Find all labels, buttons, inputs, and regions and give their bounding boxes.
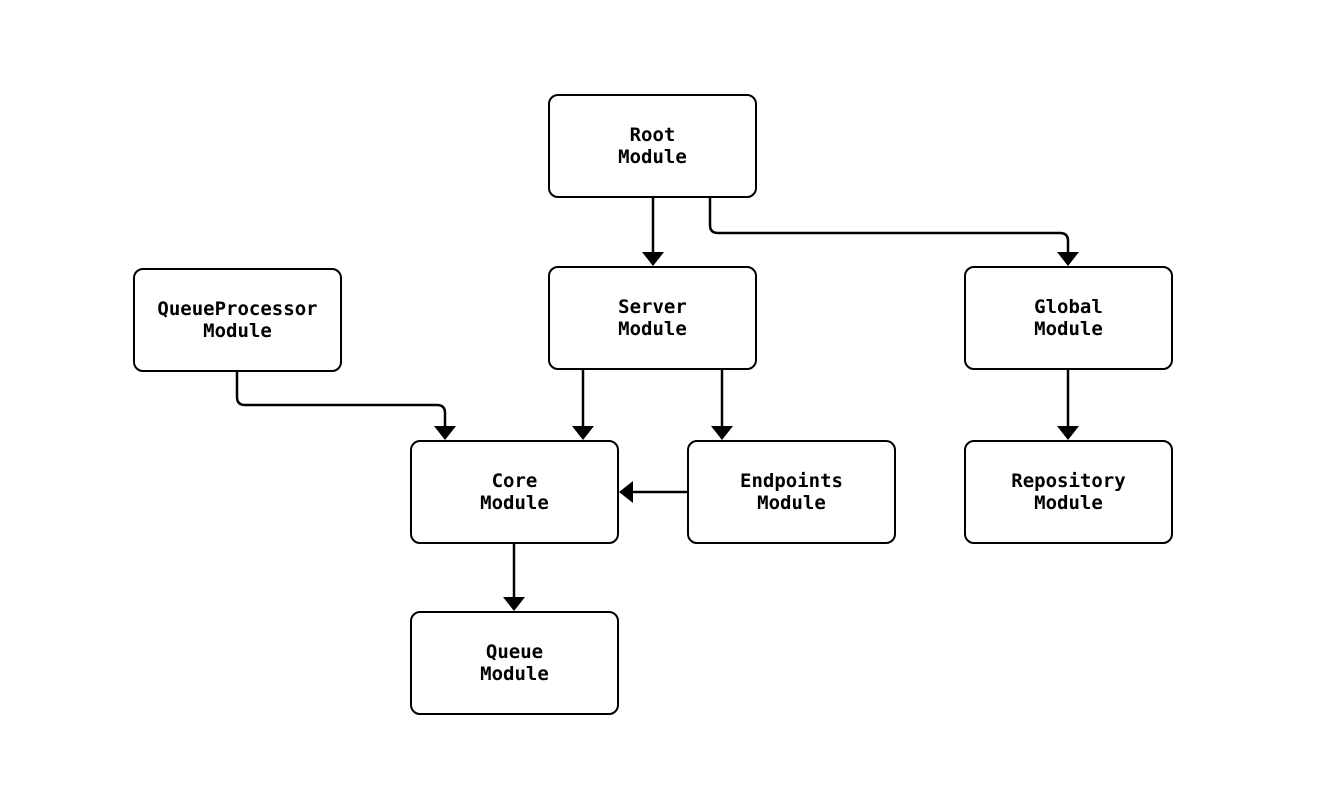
arrowhead — [572, 426, 594, 440]
node-core-module: Core Module — [410, 440, 619, 544]
edge-endpoints-to-core — [619, 481, 687, 503]
edge-core-to-queue — [503, 544, 525, 611]
edge-server-to-core — [572, 370, 594, 440]
node-label-line: Endpoints — [740, 470, 843, 492]
edge-root-to-server — [642, 198, 664, 266]
node-label-line: Module — [203, 320, 272, 342]
arrowhead — [503, 597, 525, 611]
node-label-line: Global — [1034, 296, 1103, 318]
arrowhead — [1057, 252, 1079, 266]
node-label-line: Module — [757, 492, 826, 514]
node-queueprocessor-module: QueueProcessor Module — [133, 268, 342, 372]
node-global-module: Global Module — [964, 266, 1173, 370]
edge-line — [708, 198, 1070, 253]
node-label-line: Module — [1034, 492, 1103, 514]
node-label-line: Module — [618, 146, 687, 168]
node-label-line: Module — [618, 318, 687, 340]
node-server-module: Server Module — [548, 266, 757, 370]
arrowhead — [434, 426, 456, 440]
node-queue-module: Queue Module — [410, 611, 619, 715]
node-repository-module: Repository Module — [964, 440, 1173, 544]
node-label-line: QueueProcessor — [157, 298, 318, 320]
edge-server-to-endpoints — [711, 370, 733, 440]
node-label-line: Repository — [1011, 470, 1126, 492]
node-label-line: Core — [491, 470, 538, 492]
node-label-line: Server — [618, 296, 687, 318]
arrowhead — [619, 481, 633, 503]
node-root-module: Root Module — [548, 94, 757, 198]
node-label-line: Module — [480, 492, 549, 514]
node-label-line: Module — [1034, 318, 1103, 340]
arrowhead — [1057, 426, 1079, 440]
edge-queueprocessor-to-core — [235, 372, 456, 440]
edge-global-to-repository — [1057, 370, 1079, 440]
node-endpoints-module: Endpoints Module — [687, 440, 896, 544]
arrowhead — [642, 252, 664, 266]
arrowhead — [711, 426, 733, 440]
node-label-line: Queue — [485, 641, 544, 663]
edge-line — [235, 372, 447, 427]
node-label-line: Root — [629, 124, 676, 146]
node-label-line: Module — [480, 663, 549, 685]
edge-root-to-global — [708, 198, 1079, 266]
